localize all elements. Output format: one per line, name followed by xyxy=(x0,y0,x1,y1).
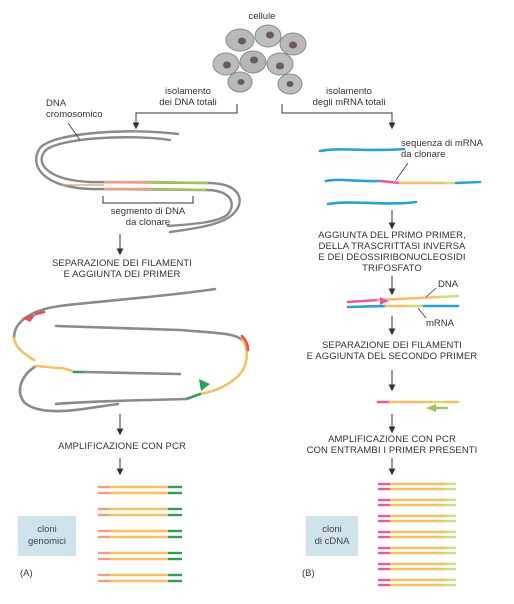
right-step-first-primer: AGGIUNTA DEL PRIMO PRIMER, DELLA TRASCRI… xyxy=(318,230,466,274)
step-line: E AGGIUNTA DEI PRIMER xyxy=(63,269,181,280)
primer-lime-arrow xyxy=(426,404,436,412)
segment-label-line: segmento di DNA xyxy=(110,206,186,217)
label-pointer xyxy=(395,162,409,181)
right-step-separation: SEPARAZIONE DEI FILAMENTI E AGGIUNTA DEL… xyxy=(307,340,478,362)
mrna-label-line: da clonare xyxy=(401,149,446,160)
left-step-separation: SEPARAZIONE DEI FILAMENTI E AGGIUNTA DEI… xyxy=(52,258,192,280)
branch-arrow-left xyxy=(132,104,238,130)
step-line: SEPARAZIONE DEI FILAMENTI xyxy=(51,258,193,269)
mrna-label: sequenza di mRNA da clonare xyxy=(401,138,483,160)
mrna-label-line: sequenza di mRNA xyxy=(401,138,483,149)
step-line: AMPLIFICAZIONE CON PCR xyxy=(328,434,456,445)
label-pointer xyxy=(67,122,81,141)
right-branch-label-line: degli mRNA totali xyxy=(312,97,386,108)
step-line: SEPARAZIONE DEI FILAMENTI xyxy=(321,340,463,351)
step-line: E DEI DEOSSIRIBONUCLEOSIDI xyxy=(318,252,466,263)
genomic-clones-box: cloni genomici xyxy=(18,516,76,556)
cell-nucleus xyxy=(250,56,258,64)
step-line: DELLA TRASCRITTASI INVERSA xyxy=(318,241,466,252)
hybrid-mrna-label: mRNA xyxy=(426,318,454,329)
cdna-clones xyxy=(378,482,456,587)
label-pointer xyxy=(417,307,427,319)
genomic-clones xyxy=(98,485,182,583)
panel-label-a: (A) xyxy=(20,568,33,579)
clone-box-line: cloni xyxy=(322,524,342,535)
cells-cluster xyxy=(212,24,307,95)
cell-nucleus xyxy=(266,31,274,39)
primer-red-arrow xyxy=(22,314,36,322)
step-line: AGGIUNTA DEL PRIMO PRIMER, xyxy=(318,230,466,241)
left-branch-label-line: dei DNA totali xyxy=(159,97,217,108)
right-step-pcr: AMPLIFICAZIONE CON PCR CON ENTRAMBI I PR… xyxy=(307,434,478,456)
step-line: E AGGIUNTA DEL SECONDO PRIMER xyxy=(306,351,478,362)
cell-nucleus xyxy=(238,37,246,45)
left-step-pcr: AMPLIFICAZIONE CON PCR xyxy=(58,441,186,452)
clone-box-line: di cDNA xyxy=(314,536,350,547)
dna-label: DNA cromosomico xyxy=(46,98,103,120)
left-branch-label: isolamento dei DNA totali xyxy=(159,86,217,108)
segment-label-line: da clonare xyxy=(125,217,171,228)
segment-bracket xyxy=(102,196,194,204)
cell-nucleus xyxy=(289,41,297,49)
separated-strands xyxy=(12,287,250,413)
clone-box-line: cloni xyxy=(37,524,57,535)
cell-nucleus xyxy=(286,81,294,87)
step-line: CON ENTRAMBI I PRIMER PRESENTI xyxy=(306,445,478,456)
cell-nucleus xyxy=(223,61,231,69)
cells-label: cellule xyxy=(248,11,276,22)
target-segment xyxy=(62,180,209,192)
segment-label: segmento di DNA da clonare xyxy=(111,206,185,228)
hybrid-dna-label: DNA xyxy=(438,279,459,290)
left-branch-label-line: isolamento xyxy=(165,86,211,97)
primer-pink-arrow xyxy=(380,297,389,305)
chromosomal-dna xyxy=(35,130,241,234)
right-branch-label-line: isolamento xyxy=(326,86,372,97)
panel-label-b: (B) xyxy=(302,568,315,579)
cell-nucleus xyxy=(237,79,245,85)
cell-nucleus xyxy=(276,62,284,70)
branch-arrow-right xyxy=(281,104,396,130)
primer-green-arrow xyxy=(199,379,210,391)
dna-label-line: cromosomico xyxy=(46,109,103,120)
rna-dna-hybrid xyxy=(346,294,460,309)
clone-box-line: genomici xyxy=(27,536,67,547)
label-pointer xyxy=(425,287,437,298)
step-line: TRIFOSFATO xyxy=(362,263,422,274)
dna-label-line: DNA xyxy=(46,98,67,109)
right-branch-label: isolamento degli mRNA totali xyxy=(313,86,386,108)
mrna-pool xyxy=(318,147,482,206)
cdna-clones-box: cloni di cDNA xyxy=(306,516,358,556)
